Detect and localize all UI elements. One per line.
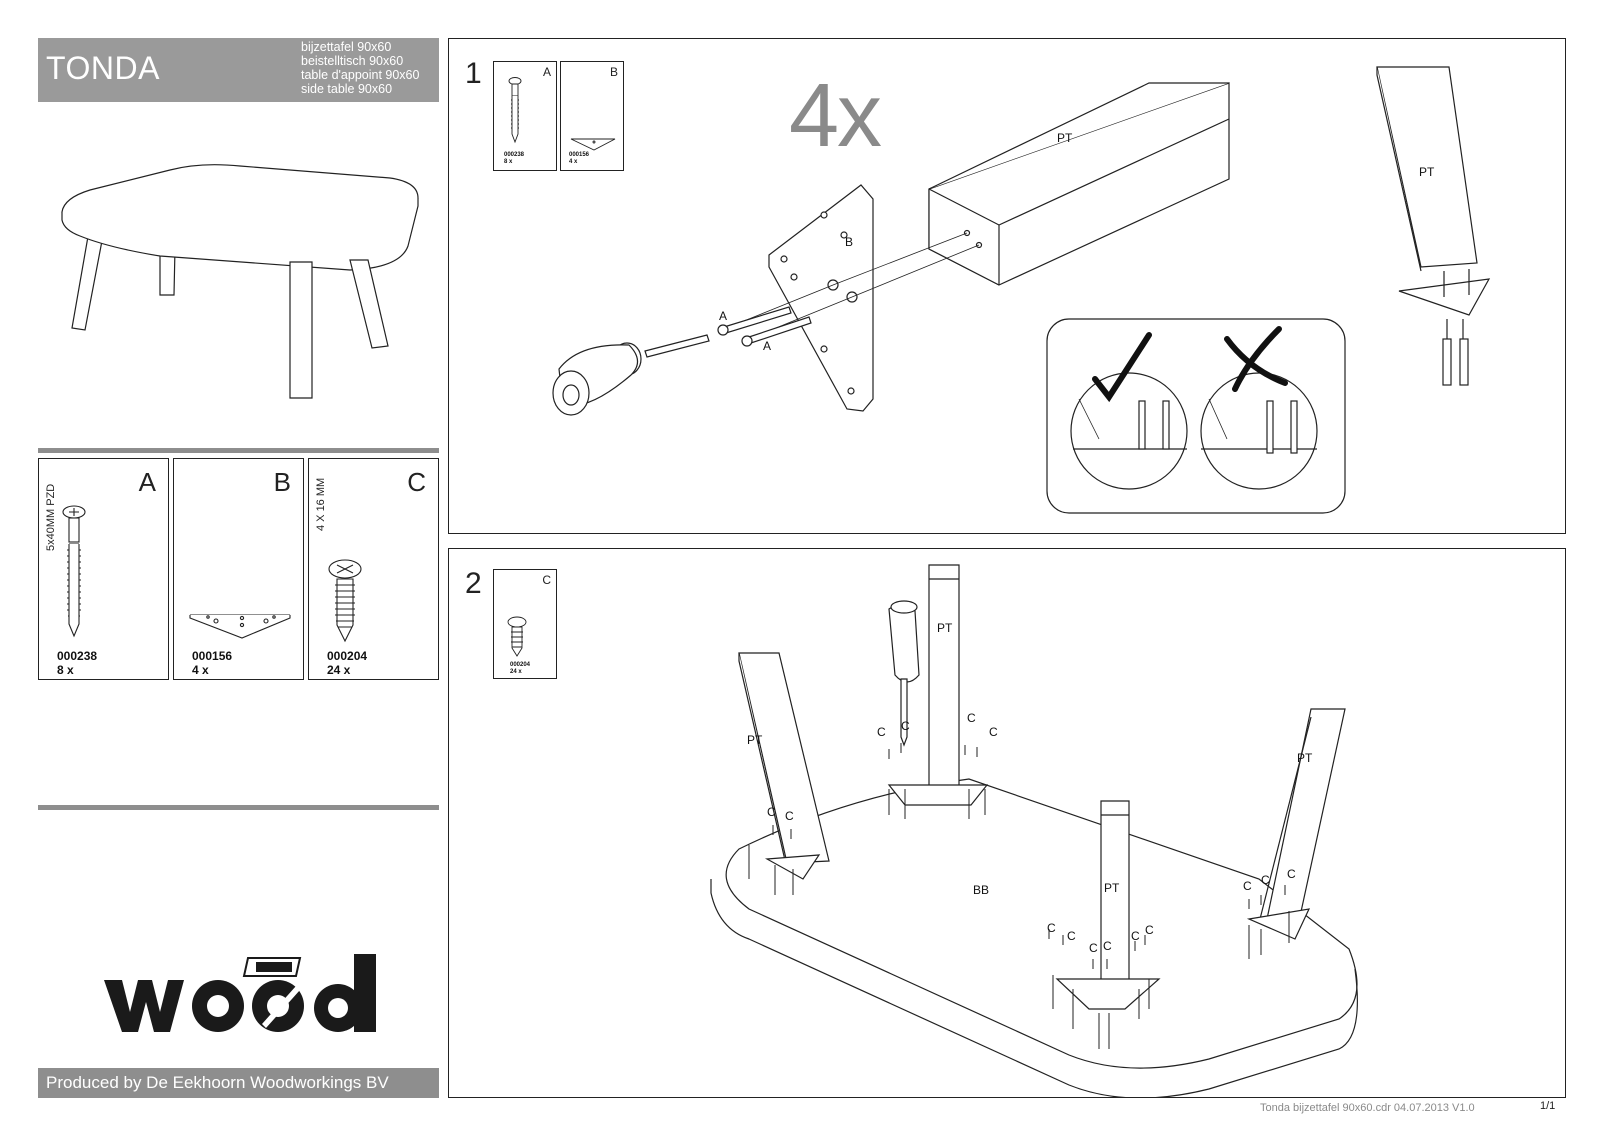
mini-part-letter: C xyxy=(542,573,551,587)
product-name: TONDA xyxy=(46,50,160,86)
part-quantity: 24 x xyxy=(327,663,351,677)
mini-quantity: 4 x xyxy=(569,159,578,165)
screw-label: C xyxy=(967,711,976,725)
screw-label: C xyxy=(1047,921,1056,935)
short-screw-icon xyxy=(328,559,362,643)
product-subtitles: bijzettafel 90x60 beistelltisch 90x60 ta… xyxy=(301,40,419,96)
part-code-number: 000156 xyxy=(192,649,233,663)
leg-label-4: PT xyxy=(1297,751,1313,765)
corner-bracket-icon xyxy=(570,138,616,151)
wood-screw-icon xyxy=(62,505,86,638)
mini-part-letter: B xyxy=(609,65,618,79)
mini-part-c: C 000204 24 x xyxy=(493,569,557,679)
step-1-panel: 1 A 000238 8 x B 000156 4 x 4x xyxy=(448,38,1566,534)
screw-label: C xyxy=(989,725,998,739)
subtitle-en: side table 90x60 xyxy=(301,82,393,96)
brand-logo xyxy=(104,954,376,1032)
screw-label-2: A xyxy=(763,339,772,353)
screw-label: C xyxy=(1089,941,1098,955)
mini-part-letter: A xyxy=(542,65,551,79)
section-divider xyxy=(38,448,439,453)
title-header: TONDA bijzettafel 90x60 beistelltisch 90… xyxy=(38,38,439,102)
screw-label: C xyxy=(1103,939,1112,953)
part-card-b: B 000156 4 x xyxy=(173,458,304,680)
mini-quantity: 8 x xyxy=(504,159,513,165)
mini-part-code: 000204 24 x xyxy=(510,662,530,676)
part-card-a: A 5x40MM PZD 000238 8 x xyxy=(38,458,169,680)
table-overview-illustration xyxy=(61,164,419,399)
mini-code-number: 000156 xyxy=(569,152,590,158)
mini-part-a: A 000238 8 x xyxy=(493,61,557,171)
screw-label: C xyxy=(1243,879,1252,893)
screw-label-1: A xyxy=(719,309,728,323)
corner-bracket-icon xyxy=(189,614,291,639)
part-quantity: 8 x xyxy=(57,663,74,677)
screw-label: C xyxy=(1287,867,1296,881)
mini-code-number: 000204 xyxy=(510,662,531,668)
tabletop-label: BB xyxy=(973,883,990,897)
leg-label-1: PT xyxy=(747,733,763,747)
leg-label-side: PT xyxy=(1419,165,1435,179)
screw-label: C xyxy=(901,719,910,733)
mini-code-number: 000238 xyxy=(504,152,525,158)
producer-text: Produced by De Eekhoorn Woodworkings BV xyxy=(46,1073,389,1092)
part-code: 000238 8 x xyxy=(57,649,97,677)
leg-label-3: PT xyxy=(1104,881,1120,895)
checkmark-icon xyxy=(1092,332,1152,403)
part-spec: 4 X 16 MM xyxy=(315,477,327,531)
part-letter: B xyxy=(273,467,291,497)
step-2-illustration xyxy=(710,564,1358,1097)
part-letter: A xyxy=(138,467,156,497)
screw-label: C xyxy=(1131,929,1140,943)
part-letter: C xyxy=(407,467,426,497)
screw-label: C xyxy=(1261,873,1270,887)
screw-label: C xyxy=(877,725,886,739)
section-divider xyxy=(38,805,439,810)
document-info: Tonda bijzettafel 90x60.cdr 04.07.2013 V… xyxy=(1260,1102,1475,1114)
screw-label: C xyxy=(1067,929,1076,943)
part-code-number: 000238 xyxy=(57,649,98,663)
subtitle-nl: bijzettafel 90x60 xyxy=(301,40,392,54)
mini-part-b: B 000156 4 x xyxy=(560,61,624,171)
quantity-multiplier: 4x xyxy=(789,66,882,166)
part-code: 000156 4 x xyxy=(192,649,232,677)
part-code: 000204 24 x xyxy=(327,649,367,677)
step-1-illustration xyxy=(552,66,1491,514)
screw-label: C xyxy=(785,809,794,823)
part-quantity: 4 x xyxy=(192,663,209,677)
producer-bar: Produced by De Eekhoorn Woodworkings BV xyxy=(38,1068,439,1098)
part-code-number: 000204 xyxy=(327,649,368,663)
mini-part-code: 000156 4 x xyxy=(569,152,589,166)
leg-label-2: PT xyxy=(937,621,953,635)
step-number: 2 xyxy=(465,567,482,600)
subtitle-fr: table d'appoint 90x60 xyxy=(301,68,420,82)
mini-part-code: 000238 8 x xyxy=(504,152,524,166)
part-spec: 5x40MM PZD xyxy=(45,483,57,551)
leg-label: PT xyxy=(1057,131,1073,145)
short-screw-icon xyxy=(507,616,527,657)
wood-screw-icon xyxy=(508,77,522,144)
part-card-c: C 4 X 16 MM 000204 24 x xyxy=(308,458,439,680)
page-number: 1/1 xyxy=(1540,1100,1556,1112)
mini-quantity: 24 x xyxy=(510,669,522,675)
screw-label: C xyxy=(1145,923,1154,937)
bracket-label: B xyxy=(845,235,854,249)
subtitle-de: beistelltisch 90x60 xyxy=(301,54,404,68)
step-number: 1 xyxy=(465,57,482,90)
screw-label: C xyxy=(767,805,776,819)
cross-icon xyxy=(1224,326,1288,392)
step-2-panel: 2 C 000204 24 x xyxy=(448,548,1566,1098)
